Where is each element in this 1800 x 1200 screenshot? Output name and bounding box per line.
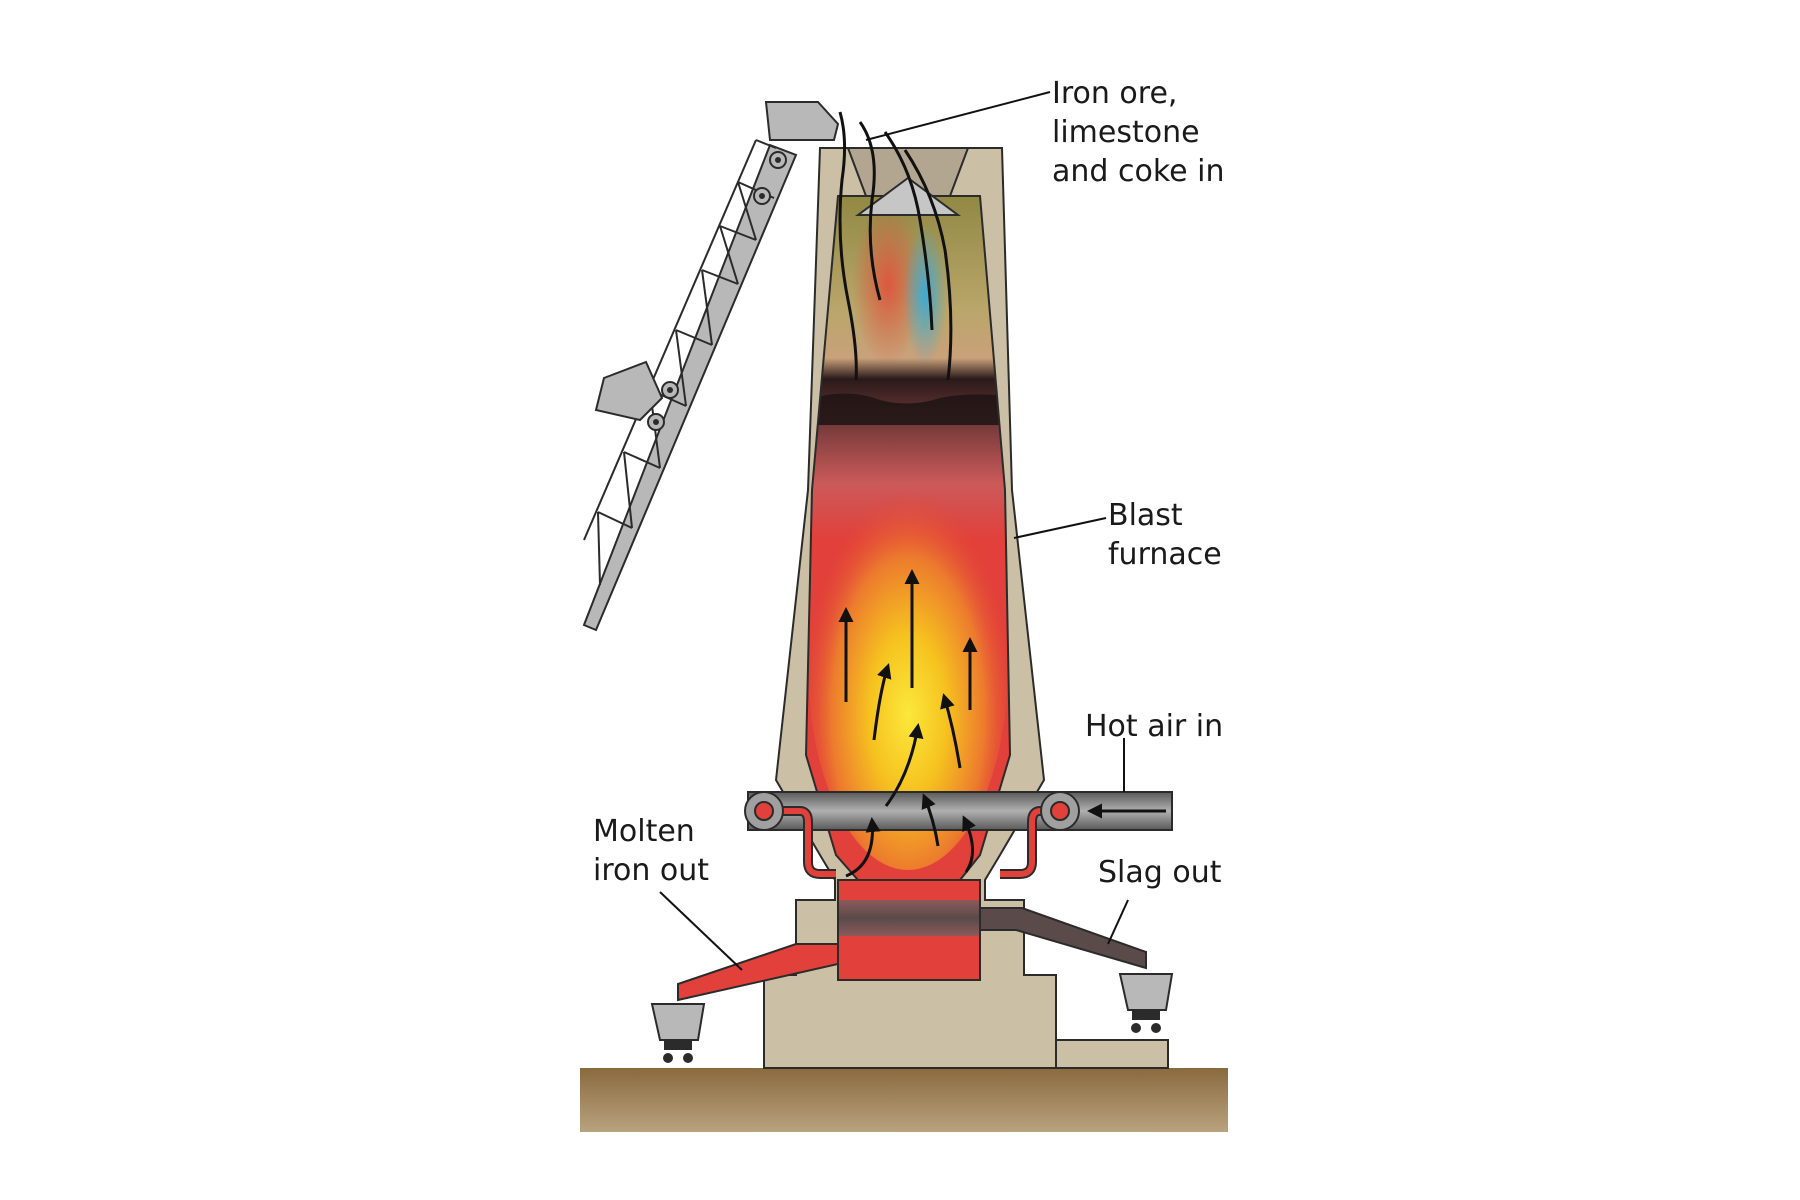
label-blast-furnace-line1: Blast [1108,498,1183,533]
label-molten-iron-out-line2: iron out [593,853,710,888]
leader-lines [659,91,1129,971]
label-slag-out: Slag out [1098,853,1221,892]
ground [580,1068,1228,1132]
charge-streams [838,111,953,381]
label-blast-furnace: Blast furnace [1108,496,1222,574]
label-blast-furnace-line2: furnace [1108,537,1222,572]
slag-runner [979,907,1147,970]
label-molten-iron-out: Molten iron out [593,812,709,890]
label-hot-air-in: Hot air in [1085,707,1223,746]
skip-car-top [764,101,840,141]
molten-iron-runner [677,943,839,1002]
label-charge-in-line1: Iron ore, [1052,76,1178,111]
label-molten-iron-out-line1: Molten [593,814,695,849]
skip-hoist [582,139,798,632]
gas-flow-arrows [838,569,978,878]
slag-ladle-car [1118,973,1174,1033]
label-hot-air-in-line1: Hot air in [1085,709,1224,744]
label-charge-in-line2: limestone [1052,115,1200,150]
label-slag-out-line1: Slag out [1098,855,1222,890]
iron-ladle-car [650,1003,706,1063]
skip-car-lower [594,360,664,422]
label-charge-in-line3: and coke in [1052,154,1225,189]
furnace-interior [806,196,1010,880]
slag-layer [838,900,980,936]
label-charge-in: Iron ore, limestone and coke in [1052,74,1224,191]
hot-air-pipe [744,791,1173,879]
furnace-plinth [1055,1039,1169,1069]
